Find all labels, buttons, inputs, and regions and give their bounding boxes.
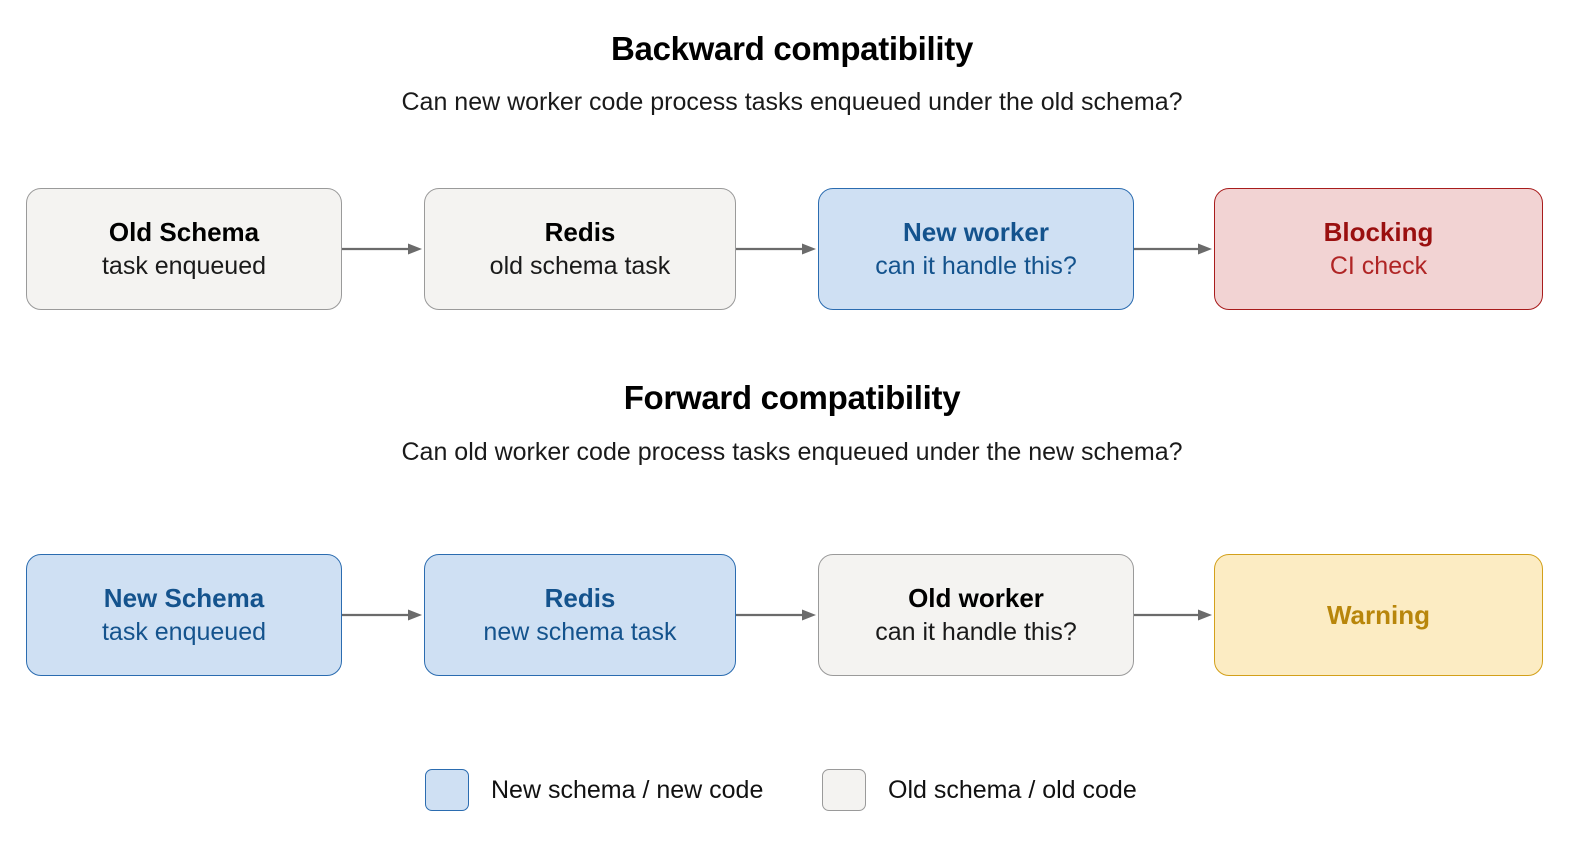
node-redis-new-title: Redis xyxy=(544,582,616,613)
node-blocking-ci-subtitle: CI check xyxy=(1329,251,1428,280)
legend-item-old-schema: Old schema / old code xyxy=(822,766,1137,814)
node-redis-new-subtitle: new schema task xyxy=(483,617,677,646)
forward-flow-row: New Schema task enqueued Redis new schem… xyxy=(0,554,1584,678)
node-new-schema-title: New Schema xyxy=(103,582,265,613)
legend: New schema / new code Old schema / old c… xyxy=(0,766,1584,818)
node-blocking-ci[interactable]: Blocking CI check xyxy=(1214,188,1543,310)
arrow-right-icon xyxy=(1134,608,1214,622)
legend-label-new-schema: New schema / new code xyxy=(491,775,764,804)
node-old-worker-subtitle: can it handle this? xyxy=(875,617,1077,646)
forward-section-subtitle: Can old worker code process tasks enqueu… xyxy=(401,438,1183,466)
legend-swatch-grey-icon xyxy=(822,769,866,811)
backward-section-title: Backward compatibility xyxy=(610,30,973,67)
legend-swatch-blue-icon xyxy=(425,769,469,811)
node-old-worker[interactable]: Old worker can it handle this? xyxy=(818,554,1134,676)
node-old-schema-subtitle: task enqueued xyxy=(101,251,267,280)
node-warning-title: Warning xyxy=(1326,599,1431,630)
arrow-right-icon xyxy=(736,242,818,256)
node-old-schema[interactable]: Old Schema task enqueued xyxy=(26,188,342,310)
node-redis-old[interactable]: Redis old schema task xyxy=(424,188,736,310)
forward-section-title: Forward compatibility xyxy=(623,379,961,416)
arrow-right-icon xyxy=(342,608,424,622)
backward-flow-row: Old Schema task enqueued Redis old schem… xyxy=(0,188,1584,312)
node-new-worker-title: New worker xyxy=(903,216,1049,247)
node-old-worker-title: Old worker xyxy=(908,582,1044,613)
node-new-worker-subtitle: can it handle this? xyxy=(875,251,1077,280)
node-new-schema-subtitle: task enqueued xyxy=(101,617,267,646)
arrow-right-icon xyxy=(342,242,424,256)
node-new-worker[interactable]: New worker can it handle this? xyxy=(818,188,1134,310)
backward-section-subtitle: Can new worker code process tasks enqueu… xyxy=(401,88,1183,116)
node-old-schema-title: Old Schema xyxy=(108,216,260,247)
arrow-right-icon xyxy=(1134,242,1214,256)
node-blocking-ci-title: Blocking xyxy=(1323,216,1434,247)
node-redis-new[interactable]: Redis new schema task xyxy=(424,554,736,676)
node-warning[interactable]: Warning xyxy=(1214,554,1543,676)
legend-label-old-schema: Old schema / old code xyxy=(888,775,1137,804)
legend-item-new-schema: New schema / new code xyxy=(425,766,763,814)
node-redis-old-subtitle: old schema task xyxy=(489,251,671,280)
node-new-schema[interactable]: New Schema task enqueued xyxy=(26,554,342,676)
arrow-right-icon xyxy=(736,608,818,622)
node-redis-old-title: Redis xyxy=(544,216,616,247)
